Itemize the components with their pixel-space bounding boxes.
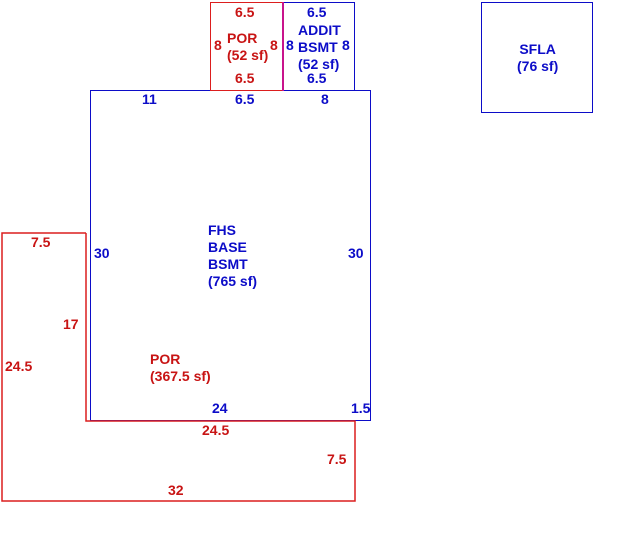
porch-top-label: POR (52 sf): [227, 30, 268, 64]
main-basement-label: FHS BASE BSMT (765 sf): [208, 222, 257, 290]
dim-por-inner-bottom: 24.5: [202, 422, 230, 438]
dim-addit-right: 8: [342, 37, 350, 53]
dim-por-top-right: 8: [270, 37, 278, 53]
addit-basement-name-1: ADDIT: [298, 22, 341, 38]
dim-por-bottom: 32: [168, 482, 184, 498]
dim-por-outer-left: 24.5: [5, 358, 33, 374]
porch-top-area: (52 sf): [227, 47, 269, 63]
porch-top-name: POR: [227, 30, 258, 46]
dim-por-top-bottom: 6.5: [235, 70, 255, 86]
porch-bottom-name: POR: [150, 351, 181, 367]
dim-main-top-right: 8: [321, 91, 329, 107]
dim-addit-top: 6.5: [307, 4, 327, 20]
sfla-name: SFLA: [519, 41, 556, 57]
main-basement-name-3: BSMT: [208, 256, 248, 272]
dim-addit-bottom: 6.5: [307, 70, 327, 86]
main-basement-name-1: FHS: [208, 222, 236, 238]
porch-bottom-area: (367.5 sf): [150, 368, 211, 384]
dim-addit-left: 8: [286, 37, 294, 53]
dim-por-top-left: 8: [214, 37, 222, 53]
addit-basement-label: ADDIT BSMT (52 sf): [298, 22, 341, 73]
porch-bottom-label: POR (367.5 sf): [150, 351, 211, 385]
main-basement-name-2: BASE: [208, 239, 247, 255]
shared-wall-line: [282, 2, 284, 91]
main-basement-area: (765 sf): [208, 273, 258, 289]
addit-basement-name-2: BSMT: [298, 39, 338, 55]
sfla-area: (76 sf): [517, 58, 559, 74]
dim-main-right: 30: [348, 245, 364, 261]
dim-main-top-mid: 6.5: [235, 91, 255, 107]
addit-basement-area: (52 sf): [298, 56, 340, 72]
dim-por-top-step: 7.5: [31, 234, 51, 250]
dim-por-inner-left: 17: [63, 316, 79, 332]
dim-por-right: 7.5: [327, 451, 347, 467]
dim-main-bottom: 24: [212, 400, 228, 416]
sfla-outline: [481, 2, 593, 113]
sfla-label: SFLA (76 sf): [517, 41, 558, 75]
dim-main-left: 30: [94, 245, 110, 261]
dim-por-top-top: 6.5: [235, 4, 255, 20]
dim-main-bottom-right: 1.5: [351, 400, 371, 416]
dim-main-top-left: 11: [142, 91, 157, 107]
